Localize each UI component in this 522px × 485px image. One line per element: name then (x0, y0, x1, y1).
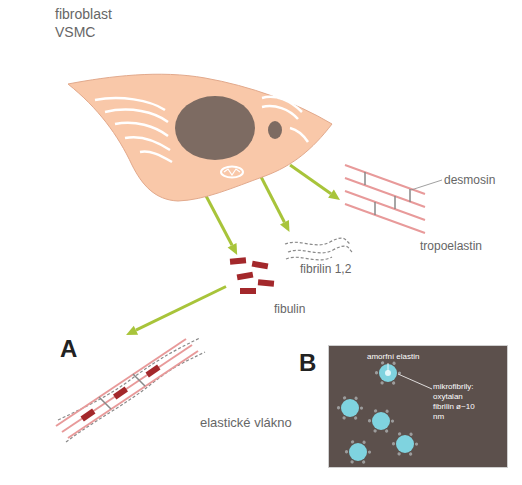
fibrillin-group: fibrilin 1,2 (285, 232, 375, 282)
microfibril-ring (339, 397, 362, 420)
mitochondrion (221, 167, 243, 178)
tropoelastin-strand (345, 204, 425, 233)
fibulin-molecule (258, 279, 274, 286)
microfibril-ring (370, 410, 393, 433)
fibulin-molecule (230, 257, 246, 264)
cross-section-box: Bamorfní elastinmikrofibrily: oxytalan f… (328, 345, 508, 468)
structure-label: mikrofibrily: oxytalan fibrilin ø~10 nm (433, 382, 485, 422)
component-label: desmosin (444, 173, 516, 187)
microfibril-ring (347, 441, 370, 464)
connector-arrow (126, 287, 226, 336)
component-label: tropoelastin (420, 239, 510, 253)
desmosine-crosslink (374, 202, 376, 215)
connector-arrow (290, 165, 340, 200)
cell-nucleus (175, 96, 255, 160)
arrow-head (280, 220, 289, 232)
golgi-stack (262, 97, 302, 112)
amorphous-elastin (385, 370, 391, 376)
connector-line (255, 165, 285, 222)
elastin-strand (56, 339, 186, 426)
desmosine-crosslink (364, 172, 366, 185)
tropoelastin-strand (345, 191, 425, 220)
fibrillin-strand (288, 246, 352, 253)
fibrillin-strand (58, 338, 200, 420)
fibrillin-strand (285, 238, 350, 245)
panel-letter: B (299, 349, 329, 378)
leader-line (388, 363, 389, 371)
elastin-core (379, 364, 397, 382)
golgi-stack (290, 128, 308, 142)
connector-line (136, 287, 226, 331)
fibulin-molecule (237, 272, 254, 281)
fibrillin-strand (286, 257, 332, 260)
component-label: fibrilin 1,2 (300, 262, 390, 276)
elastic-fiber-group: Aelastické vlákno (55, 335, 300, 440)
endoplasmic-reticulum (105, 110, 168, 122)
golgi-stack (262, 106, 298, 119)
panel-letter: A (60, 335, 90, 364)
cell-node: fibroblast VSMC (55, 5, 330, 165)
structure-label: amorfní elastin (367, 352, 447, 362)
endoplasmic-reticulum (125, 137, 170, 150)
connector-line (290, 165, 331, 194)
microfibril-ring (377, 362, 400, 385)
cell-vesicle (268, 121, 282, 139)
connector-line (190, 165, 232, 245)
tropoelastin-strand (345, 165, 425, 194)
arrow-head (126, 326, 138, 335)
leader-line (398, 374, 432, 389)
microfibril-ring (394, 433, 417, 456)
endoplasmic-reticulum (115, 123, 168, 136)
cell-label: fibroblast VSMC (55, 5, 127, 41)
cell-body (68, 74, 332, 201)
fibulin-molecule (252, 261, 269, 270)
desmosine-crosslink (99, 397, 111, 409)
leader-line (411, 180, 442, 190)
endoplasmic-reticulum (140, 152, 172, 162)
desmosine-crosslink (409, 189, 411, 202)
fibulin-molecule (240, 288, 256, 294)
component-label: elastické vlákno (200, 415, 320, 431)
elastin-core (349, 443, 367, 461)
mitochondrion-crista (224, 169, 240, 175)
elastin-strand (62, 345, 192, 432)
fibulin-group: fibulin (226, 255, 282, 300)
elastin-core (396, 435, 414, 453)
elastin-strand (68, 351, 198, 438)
desmosine-crosslink (133, 374, 145, 386)
fibulin-molecule (113, 387, 128, 400)
fibulin-molecule (146, 365, 161, 378)
tropoelastin-group: desmosintropoelastin (340, 155, 480, 255)
tropoelastin-strand (345, 178, 425, 207)
endoplasmic-reticulum (95, 98, 165, 110)
fibrillin-strand (66, 352, 205, 442)
desmosine-crosslink (394, 196, 396, 209)
elastin-core (372, 412, 390, 430)
elastin-core (341, 399, 359, 417)
connector-arrow (255, 165, 290, 232)
component-label: fibulin (274, 302, 334, 316)
connector-arrow (190, 165, 237, 255)
fibulin-molecule (81, 409, 96, 422)
arrow-head (228, 243, 238, 255)
arrow-head (328, 190, 340, 200)
